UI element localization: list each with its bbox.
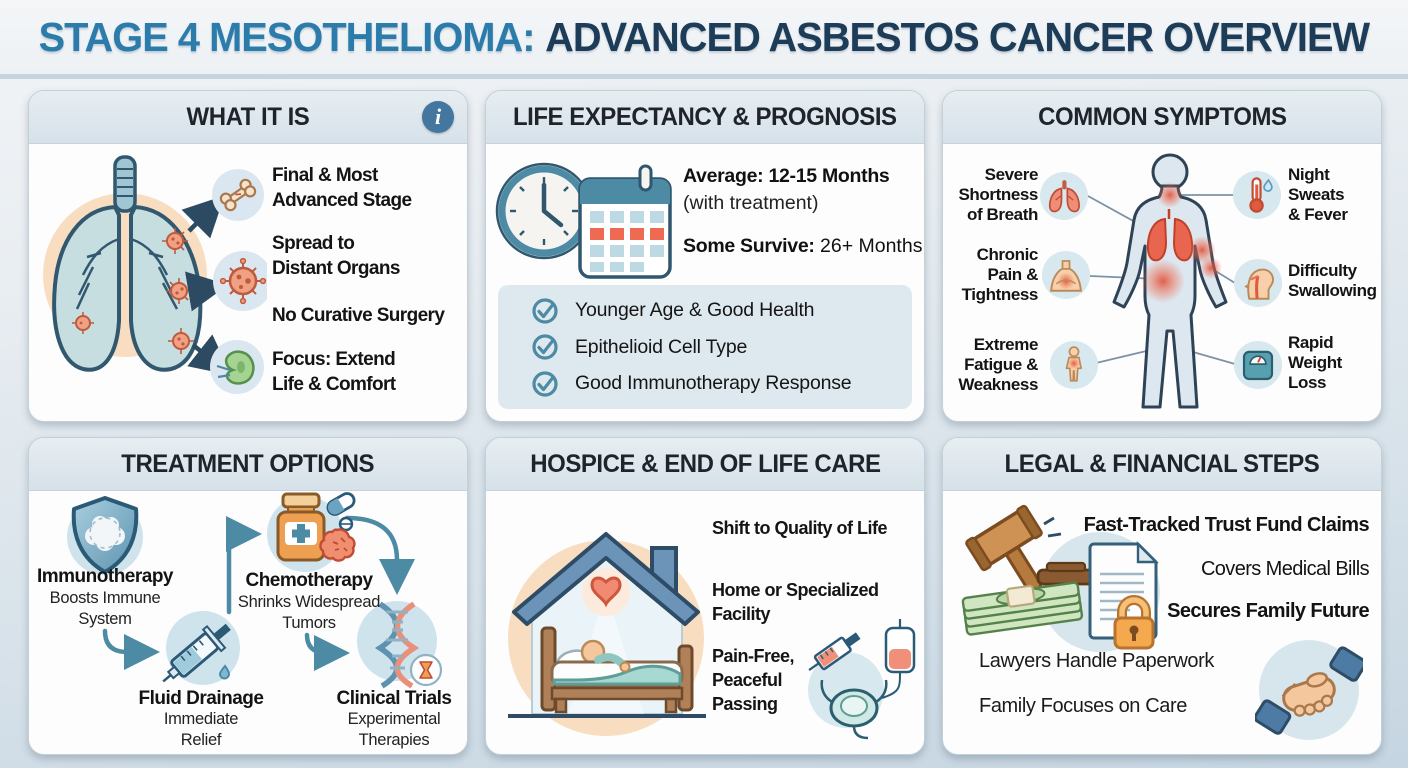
- factor-label: Younger Age & Good Health: [575, 299, 815, 321]
- treatment-desc: Shrinks Widespread Tumors: [237, 593, 381, 632]
- survive-value: 26+ Months: [820, 235, 923, 257]
- fatigue-person-icon: [1050, 341, 1098, 389]
- panel-hospice-content: Shift to Quality of Life Home or Special…: [486, 490, 924, 754]
- panel-hospice-header: HOSPICE & END OF LIFE CARE: [486, 438, 924, 491]
- handshake-icon: [1255, 640, 1363, 740]
- metastasis-cell-icon: [219, 257, 267, 305]
- survive-line: Some Survive: 26+ Months: [683, 235, 922, 258]
- treatment-flow-arrows: [102, 515, 415, 671]
- legal-support: Lawyers Handle Paperwork: [979, 650, 1214, 672]
- prognosis-factors-box: Younger Age & Good Health Epithelioid Ce…: [498, 285, 912, 409]
- legal-claims-illustration: [961, 504, 1160, 652]
- survive-label: Some Survive:: [683, 235, 815, 257]
- throat-swallow-icon: [1234, 259, 1282, 307]
- symptom-label: Night Sweats & Fever: [1288, 165, 1348, 224]
- infographic-title-bar: STAGE 4 MESOTHELIOMA:ADVANCED ASBESTOS C…: [0, 0, 1408, 74]
- body-silhouette: [1112, 153, 1228, 409]
- panel-legal-title: LEGAL & FINANCIAL STEPS: [1004, 449, 1320, 478]
- what-item: No Curative Surgery: [272, 305, 445, 326]
- treatment-name: Immunotherapy: [36, 566, 174, 587]
- panel-life-title: LIFE EXPECTANCY & PROGNOSIS: [513, 102, 897, 131]
- treatment-name: Fluid Drainage: [138, 688, 264, 709]
- lungs-spread-illustration: [43, 155, 267, 394]
- page-title: STAGE 4 MESOTHELIOMA:ADVANCED ASBESTOS C…: [39, 14, 1370, 61]
- panel-hospice-care: HOSPICE & END OF LIFE CARE Shift to Qual…: [485, 437, 925, 755]
- weight-scale-icon: [1234, 341, 1282, 389]
- what-item: Final & Most Advanced Stage: [272, 165, 412, 211]
- symptom-label: Difficulty Swallowing: [1288, 261, 1377, 300]
- panel-treatment-content: Immunotherapy Boosts Immune System Chemo…: [29, 490, 467, 754]
- legal-support: Family Focuses on Care: [979, 695, 1187, 717]
- treatment-name: Chemotherapy: [245, 570, 373, 591]
- average-note: (with treatment): [683, 192, 819, 214]
- treatment-desc: Boosts Immune System: [49, 589, 161, 628]
- info-icon: i: [422, 101, 454, 133]
- clock-calendar-icon: [495, 162, 672, 279]
- panel-what-it-is: WHAT IT IS i: [28, 90, 468, 422]
- chest-pain-icon: [1042, 251, 1090, 299]
- panel-symptoms-title: COMMON SYMPTOMS: [1037, 102, 1287, 131]
- hospice-item: Pain-Free, Peaceful Passing: [712, 646, 795, 714]
- fever-thermometer-icon: [1233, 171, 1281, 219]
- panel-common-symptoms: COMMON SYMPTOMS: [942, 90, 1382, 422]
- legal-claim: Secures Family Future: [1167, 600, 1370, 622]
- panel-life-header: LIFE EXPECTANCY & PROGNOSIS: [486, 91, 924, 144]
- panel-life-content: Average: 12-15 Months (with treatment) S…: [486, 143, 924, 421]
- legal-claim: Covers Medical Bills: [1200, 558, 1370, 580]
- treatment-desc: Immediate Relief: [163, 710, 239, 749]
- check-icon: [532, 334, 558, 360]
- panel-legal-financial: LEGAL & FINANCIAL STEPS: [942, 437, 1382, 755]
- page-title-rest: ADVANCED ASBESTOS CANCER OVERVIEW: [545, 13, 1370, 60]
- panel-legal-content: Fast-Tracked Trust Fund Claims Covers Me…: [943, 490, 1381, 754]
- average-value: 12-15 Months: [768, 165, 890, 187]
- fluid-drainage-syringe-icon: [162, 611, 240, 685]
- treatment-name: Clinical Trials: [336, 688, 453, 709]
- hospice-item: Home or Specialized Facility: [712, 580, 879, 624]
- what-item: Focus: Extend Life & Comfort: [272, 349, 396, 395]
- symptom-label: Chronic Pain & Tightness: [961, 245, 1039, 304]
- treatment-desc: Experimental Therapies: [347, 710, 441, 749]
- panel-legal-header: LEGAL & FINANCIAL STEPS: [943, 438, 1381, 491]
- panel-treatment-title: TREATMENT OPTIONS: [121, 449, 375, 478]
- factor-row: Epithelioid Cell Type: [498, 332, 912, 362]
- chemotherapy-bottle-icon: [267, 492, 356, 572]
- panel-what-content: Final & Most Advanced Stage Spread to Di…: [29, 143, 467, 421]
- page-title-lead: STAGE 4 MESOTHELIOMA:: [38, 13, 536, 60]
- tumor-cell-icon: [72, 228, 194, 354]
- title-divider: [0, 74, 1408, 79]
- panel-what-header: WHAT IT IS i: [29, 91, 467, 144]
- symptom-label: Severe Shortness of Breath: [958, 165, 1038, 224]
- check-icon: [532, 297, 558, 324]
- factor-label: Good Immunotherapy Response: [575, 372, 852, 394]
- immunotherapy-shield-icon: [67, 496, 143, 575]
- clinical-trials-dna-icon: [357, 601, 443, 689]
- check-icon: [532, 370, 558, 397]
- average-label: Average:: [683, 165, 764, 187]
- panel-what-title: WHAT IT IS: [186, 102, 310, 131]
- hospice-home-illustration: [508, 532, 706, 736]
- lungs-icon: [1040, 172, 1088, 220]
- factor-label: Epithelioid Cell Type: [575, 335, 748, 358]
- kidney-icon: [216, 350, 255, 385]
- panel-treatment-options: TREATMENT OPTIONS: [28, 437, 468, 755]
- what-item: Spread to Distant Organs: [272, 233, 400, 279]
- panel-symptoms-content: Severe Shortness of Breath Chronic Pain …: [943, 143, 1381, 421]
- panel-life-expectancy: LIFE EXPECTANCY & PROGNOSIS Ave: [485, 90, 925, 422]
- factor-row: Younger Age & Good Health: [498, 296, 912, 326]
- panel-treatment-header: TREATMENT OPTIONS: [29, 438, 467, 491]
- comfort-care-icons: [808, 619, 916, 740]
- symptom-label: Rapid Weight Loss: [1288, 333, 1342, 392]
- symptom-label: Extreme Fatigue & Weakness: [958, 335, 1038, 394]
- factor-row: Good Immunotherapy Response: [498, 369, 912, 399]
- legal-claim: Fast-Tracked Trust Fund Claims: [1083, 514, 1370, 536]
- hospice-item: Shift to Quality of Life: [712, 518, 888, 538]
- average-survival-line: Average: 12-15 Months: [683, 165, 890, 188]
- panel-hospice-title: HOSPICE & END OF LIFE CARE: [529, 449, 881, 478]
- bone-icon: [219, 178, 257, 212]
- panel-symptoms-header: COMMON SYMPTOMS: [943, 91, 1381, 144]
